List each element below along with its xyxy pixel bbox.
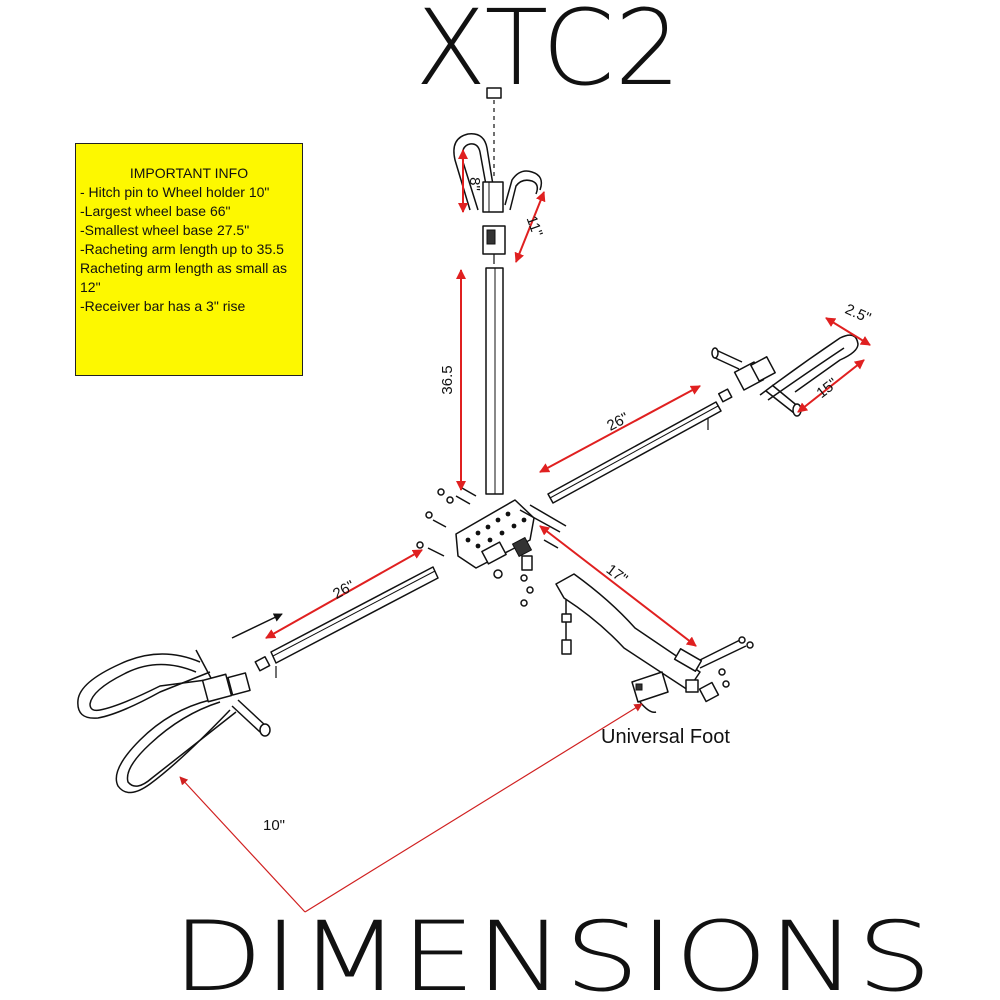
right-arm: [547, 388, 733, 504]
important-info-box: IMPORTANT INFO - Hitch pin to Wheel hold…: [75, 143, 303, 376]
info-line: -Largest wheel base 66": [80, 203, 231, 219]
center-hub: [416, 487, 572, 655]
dim-line-receiver-bar: [539, 525, 697, 647]
info-line: Racheting arm length as small as 12": [80, 260, 287, 295]
dim-line-top-cradle-arm: [514, 191, 546, 263]
right-wheel-cradle: [711, 334, 859, 417]
dim-label-hitch-to-wheel: 10": [263, 817, 285, 834]
dim-label-top-cradle-height: 8": [466, 177, 483, 191]
dim-line-left-arm: [265, 549, 423, 639]
dim-label-top-cradle-arm: 11": [523, 214, 546, 239]
info-line: -Racheting arm length up to 35.5: [80, 241, 284, 257]
dim-line-right-arm: [539, 385, 701, 473]
info-line: -Smallest wheel base 27.5": [80, 222, 250, 238]
title: XTC2: [415, 0, 681, 109]
universal-foot-label: Universal Foot: [601, 726, 730, 748]
dim-hitch-to-wheel: [179, 703, 643, 913]
info-heading: IMPORTANT INFO: [129, 165, 249, 181]
direction-arrow: [231, 613, 283, 639]
dim-line-right-cradle-width: [825, 317, 871, 346]
dim-label-right-arm: 26": [604, 409, 631, 434]
info-line: - Hitch pin to Wheel holder 10": [80, 184, 270, 200]
universal-foot: [631, 671, 669, 714]
dim-label-mast-height: 36.5: [439, 365, 456, 394]
footer-title: DIMENSIONS: [172, 901, 932, 1000]
dim-label-receiver-bar: 17": [603, 561, 631, 588]
dim-label-right-cradle-width: 2.5": [842, 301, 873, 327]
left-wheel-cradle: [77, 649, 271, 794]
info-line: -Receiver bar has a 3" rise: [80, 298, 246, 314]
dim-line-right-cradle-length: [797, 359, 865, 413]
info-list: - Hitch pin to Wheel holder 10" -Largest…: [80, 183, 298, 316]
top-mast: [453, 87, 543, 495]
